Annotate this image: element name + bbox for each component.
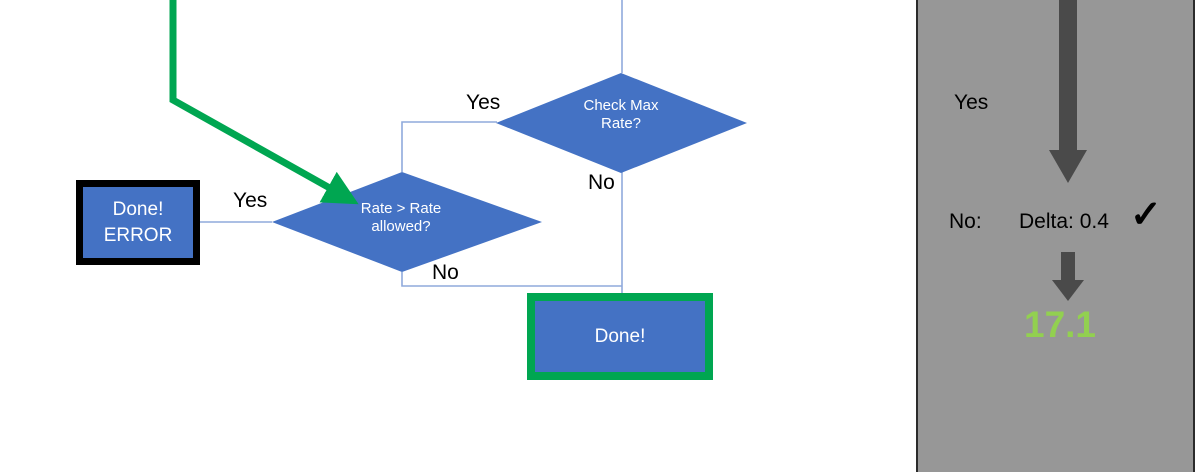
process-box-done-label: Done! bbox=[594, 325, 646, 347]
decision-rate-greater-than-allowed[interactable] bbox=[272, 172, 542, 272]
annotation-panel: Yes No: Delta: 0.4 ✓ 17.1 bbox=[916, 0, 1195, 472]
panel-yes-label: Yes bbox=[954, 91, 989, 114]
edge-label-yes-to-error: Yes bbox=[233, 189, 268, 212]
connector-yes-max-rate-to-rate bbox=[401, 121, 497, 172]
decision-check-max-rate[interactable] bbox=[496, 73, 747, 173]
process-box-done-error-label: Done! ERROR bbox=[103, 198, 173, 246]
panel-delta-value: Delta: 0.4 bbox=[1019, 210, 1109, 233]
edge-label-no-from-rate: No bbox=[432, 261, 459, 284]
panel-arrows-canvas bbox=[1049, 0, 1087, 301]
panel-no-label: No: bbox=[949, 210, 982, 233]
checkmark-icon: ✓ bbox=[1130, 194, 1162, 236]
edge-label-yes-to-rate: Yes bbox=[466, 91, 501, 114]
down-arrow-long-icon bbox=[1049, 0, 1087, 183]
highlight-path-green-arrow bbox=[169, 0, 359, 205]
process-box-done-error[interactable]: Done! ERROR bbox=[76, 180, 200, 265]
down-arrow-short-icon bbox=[1052, 252, 1084, 301]
edge-label-no-from-max-rate: No bbox=[588, 171, 615, 194]
panel-result-value: 17.1 bbox=[1024, 304, 1097, 345]
connector-no-rate-to-done bbox=[401, 272, 622, 287]
process-box-done[interactable]: Done! bbox=[527, 293, 713, 380]
